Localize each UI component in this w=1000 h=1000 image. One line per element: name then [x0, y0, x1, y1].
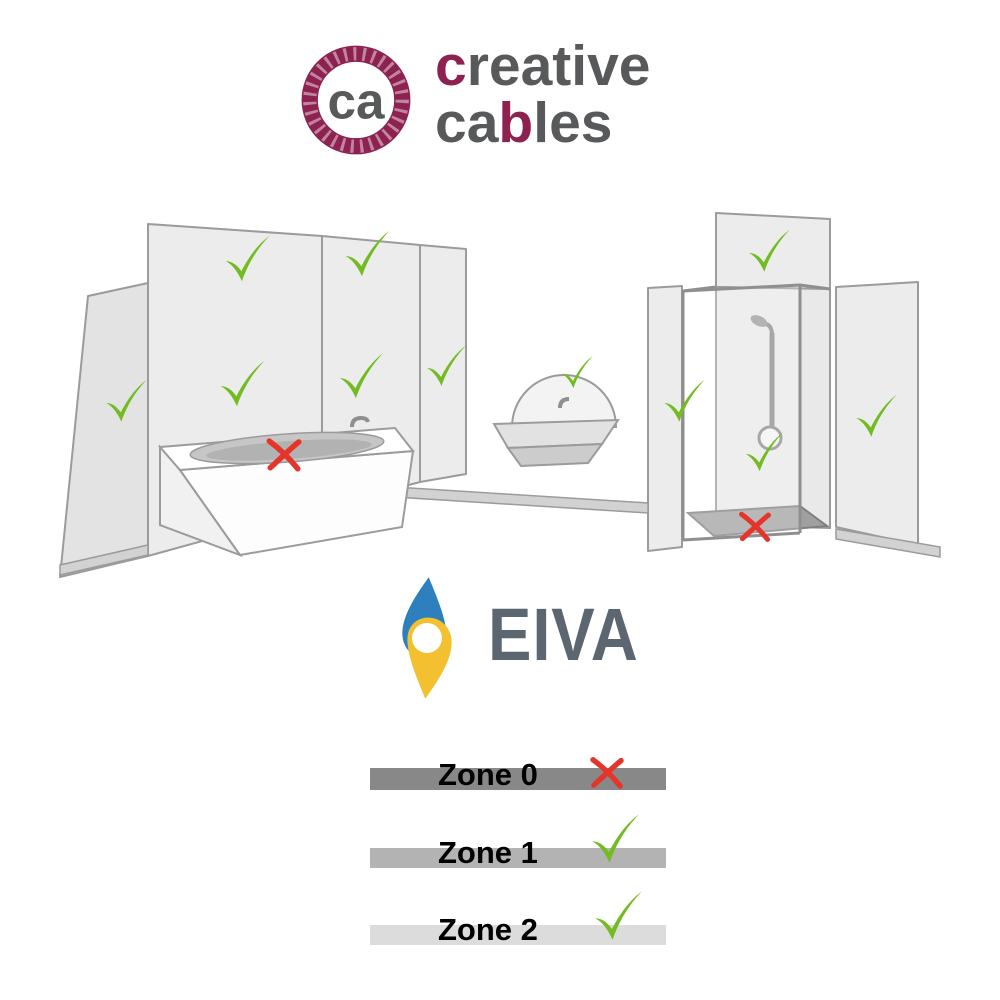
shower-tray [685, 504, 830, 538]
bathtub-faucet-icon [350, 415, 370, 428]
brand-word2-accent: b [498, 91, 534, 155]
eiva-logo-block: EIVA [380, 568, 700, 708]
brand-word2-rest: les [533, 91, 613, 155]
brand-word2-pre: ca [435, 91, 499, 155]
check-icon [585, 810, 645, 870]
zone1-label: Zone 1 [438, 835, 538, 870]
brand-word1-rest: reative [466, 34, 651, 98]
cross-icon [583, 750, 631, 794]
zone2-label: Zone 2 [438, 912, 538, 947]
shower-head-icon [750, 315, 768, 327]
washbasin [492, 374, 620, 468]
check-icon [588, 887, 648, 947]
eiva-wordmark: EIVA [488, 593, 639, 676]
zone2-bar [370, 925, 666, 945]
rope-circle-icon: ca [301, 45, 411, 155]
zone0-label: Zone 0 [438, 757, 538, 792]
brand-logo: ca creative cables [292, 36, 722, 166]
bathroom-zones-illustration [59, 212, 941, 578]
skirting [59, 486, 941, 576]
zone1-bar [370, 848, 666, 868]
brand-word-creative: creative [435, 38, 651, 95]
brand-wordmark: creative cables [435, 38, 651, 152]
bathtub [157, 415, 415, 558]
shower [681, 283, 831, 542]
brand-monogram: ca [328, 73, 385, 130]
brand-word-cables: cables [435, 95, 651, 152]
basin-faucet-icon [558, 397, 570, 409]
brand-word1-accent: c [435, 34, 467, 98]
zones-legend: Zone 0 Zone 1 Zone 2 [370, 735, 666, 950]
eiva-drop-icon [402, 577, 452, 699]
